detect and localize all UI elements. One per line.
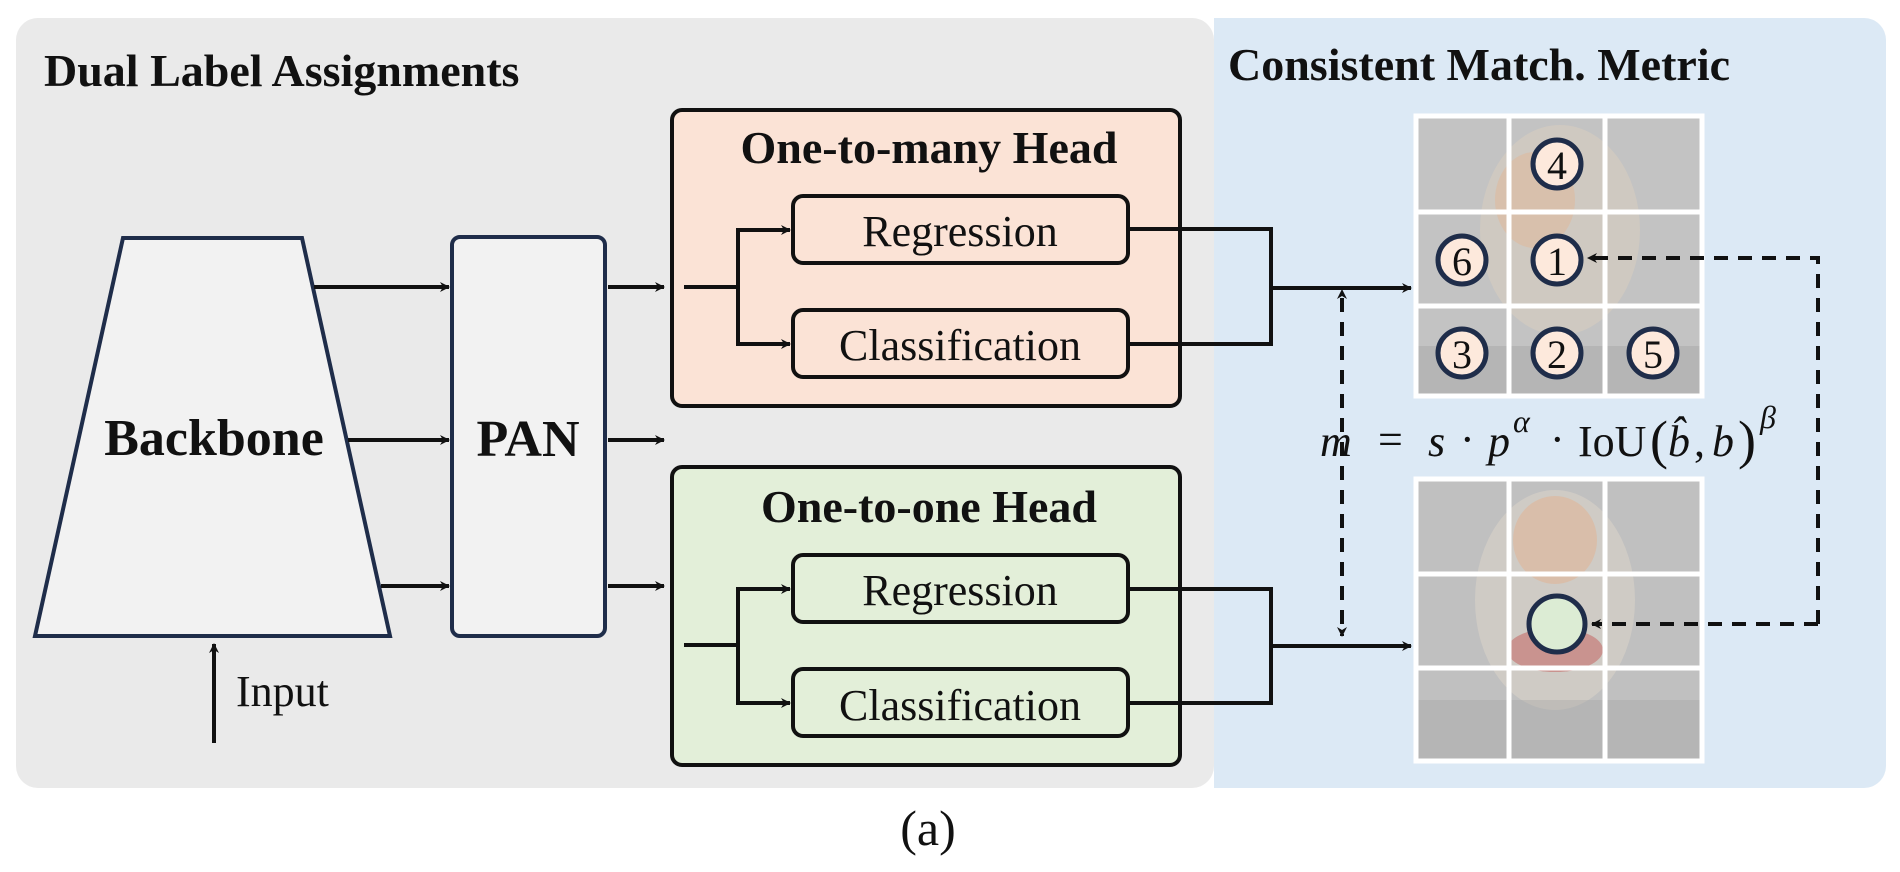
svg-text:3: 3 bbox=[1452, 332, 1472, 377]
one-to-one-to-regression-arrow bbox=[736, 584, 791, 645]
svg-text:2: 2 bbox=[1547, 332, 1567, 377]
grid-number-6: 6 bbox=[1435, 233, 1489, 287]
grid-number-3: 3 bbox=[1435, 326, 1489, 380]
svg-text:5: 5 bbox=[1643, 332, 1663, 377]
one-to-one-classification-output-line bbox=[1128, 646, 1273, 705]
svg-text:m: m bbox=[1320, 417, 1352, 466]
pan-label: PAN bbox=[476, 411, 579, 468]
one-to-one-head-title: One-to-one Head bbox=[761, 481, 1097, 532]
svg-text:α: α bbox=[1513, 403, 1531, 439]
left-panel-title: Dual Label Assignments bbox=[44, 45, 519, 96]
one-to-many-regression-label: Regression bbox=[862, 207, 1058, 256]
svg-text:1: 1 bbox=[1547, 239, 1567, 284]
backbone-label: Backbone bbox=[104, 410, 324, 467]
grid-number-1: 1 bbox=[1530, 233, 1584, 287]
input-label: Input bbox=[236, 667, 329, 716]
svg-text:,: , bbox=[1694, 417, 1705, 466]
formula-paren-open: ( bbox=[1650, 410, 1668, 470]
figure-caption: (a) bbox=[900, 800, 956, 856]
one-to-many-classification-output-line bbox=[1128, 288, 1273, 346]
backbone-block bbox=[32, 236, 393, 638]
svg-text:β: β bbox=[1759, 399, 1776, 435]
right-panel-joint bbox=[1214, 18, 1244, 788]
right-panel-title: Consistent Match. Metric bbox=[1228, 39, 1730, 90]
svg-text:=: = bbox=[1378, 415, 1403, 464]
svg-text:·: · bbox=[1550, 415, 1565, 464]
one-to-many-to-regression-arrow bbox=[736, 225, 791, 287]
one-to-one-regression-output-line bbox=[1128, 587, 1273, 646]
formula-paren-close: ) bbox=[1738, 410, 1756, 470]
one-to-many-to-classification-arrow bbox=[736, 287, 791, 349]
right-panel bbox=[1214, 18, 1886, 788]
grid-number-4: 4 bbox=[1530, 137, 1584, 191]
matching-metric-formula: m = s · p α · IoU ( b̂ , b ) β bbox=[1320, 399, 1776, 470]
one-to-one-to-classification-arrow bbox=[736, 645, 791, 708]
one-to-one-regression-label: Regression bbox=[862, 566, 1058, 615]
svg-text:IoU: IoU bbox=[1578, 417, 1646, 466]
grid-number-5: 5 bbox=[1626, 326, 1680, 380]
svg-text:·: · bbox=[1460, 415, 1475, 464]
svg-text:4: 4 bbox=[1547, 143, 1567, 188]
svg-text:b̂: b̂ bbox=[1668, 416, 1690, 466]
svg-text:s: s bbox=[1428, 417, 1445, 466]
metric-to-top-dashed-arrow bbox=[1587, 253, 1820, 624]
one-to-many-regression-output-line bbox=[1128, 227, 1273, 288]
one-to-one-classification-label: Classification bbox=[839, 681, 1081, 730]
one-to-many-head-title: One-to-many Head bbox=[741, 122, 1118, 173]
grid-number-2: 2 bbox=[1530, 326, 1584, 380]
selected-anchor-circle bbox=[1526, 593, 1588, 655]
svg-text:b: b bbox=[1712, 417, 1734, 466]
svg-text:p: p bbox=[1485, 417, 1510, 466]
pan-block bbox=[450, 235, 607, 638]
one-to-many-classification-label: Classification bbox=[839, 321, 1081, 370]
svg-text:6: 6 bbox=[1452, 239, 1472, 284]
